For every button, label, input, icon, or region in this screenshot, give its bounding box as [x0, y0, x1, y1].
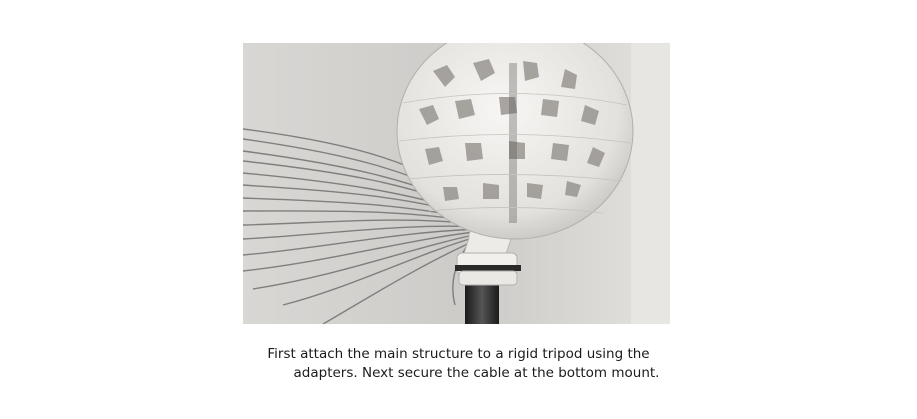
figure-caption: First attach the main structure to a rig… [180, 345, 737, 383]
wall-edge [631, 43, 670, 324]
caption-line-1: First attach the main structure to a rig… [267, 346, 650, 362]
figure-photo [243, 43, 670, 324]
sensor-sphere-on-tripod-photo [243, 43, 670, 324]
sensor-sphere [396, 43, 634, 240]
caption-line-2: adapters. Next secure the cable at the b… [293, 365, 660, 381]
